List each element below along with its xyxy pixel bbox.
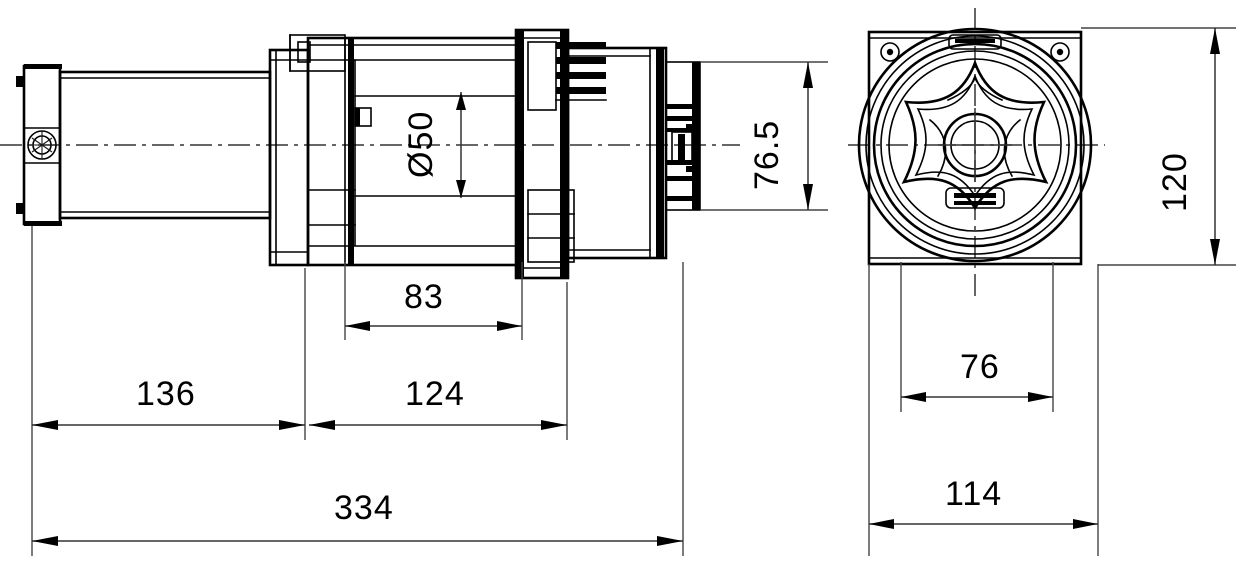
mounting-plate <box>867 30 1083 266</box>
dimension-120: 120 <box>1081 27 1236 266</box>
motor-end-cap <box>16 64 62 226</box>
dimension-114: 114 <box>868 264 1099 556</box>
dimension-label-136: 136 <box>136 375 196 413</box>
dimension-diameter-50: Ø50 <box>402 92 466 198</box>
dimension-76-5: 76.5 <box>700 61 828 211</box>
dimension-label-76-5: 76.5 <box>748 120 786 190</box>
dimension-136-124: 136 124 <box>31 226 568 440</box>
motor-flange <box>268 34 356 267</box>
top-boss <box>948 34 1002 50</box>
dimension-334: 334 <box>31 262 684 556</box>
dimension-label-124: 124 <box>405 375 465 413</box>
dimension-83: 83 <box>344 262 523 340</box>
dimension-label-114: 114 <box>945 475 1002 513</box>
dimension-label-120: 120 <box>1156 152 1194 212</box>
gear-case <box>566 46 668 260</box>
side-view: Ø50 83 136 124 <box>0 28 828 556</box>
dimension-label-83: 83 <box>404 278 444 316</box>
output-shaft <box>665 61 701 211</box>
dimension-label-76: 76 <box>960 348 1000 386</box>
dimension-label-334: 334 <box>334 489 394 527</box>
center-bore <box>938 108 1012 182</box>
bottom-boss <box>945 187 1005 209</box>
housing-circles <box>857 27 1093 263</box>
dimension-label-d50: Ø50 <box>402 111 440 178</box>
gearbox-cover <box>514 28 607 280</box>
front-view: 76 114 120 <box>848 8 1236 556</box>
dimension-76: 76 <box>900 262 1054 412</box>
